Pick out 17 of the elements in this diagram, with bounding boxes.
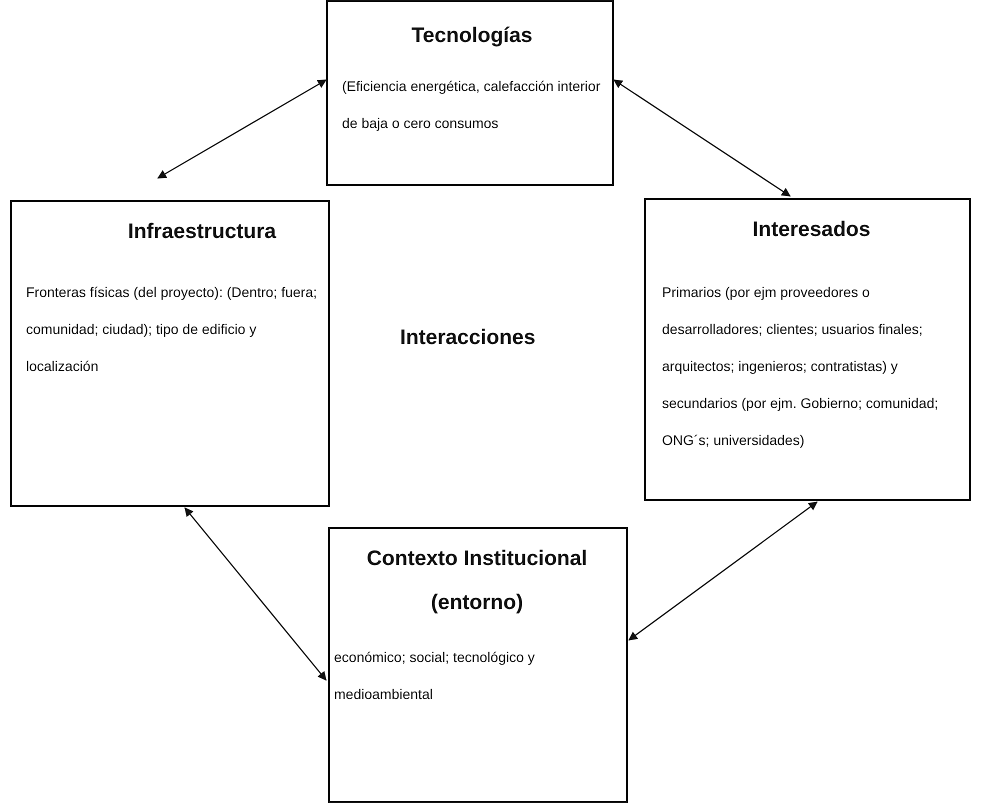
box-description: Primarios (por ejm proveedores o desarrolladores; clientes; usuarios finales; arquitectos; ingenieros; contratistas) y secundarios (por ejm. Gobierno; comunidad; ONG´s; universidades) xyxy=(662,283,940,450)
box-description: Fronteras físicas (del proyecto): (Dentro; fuera; comunidad; ciudad); tipo de edificio y localización xyxy=(26,283,318,376)
center-label: Interacciones xyxy=(400,326,536,350)
double-arrow xyxy=(613,79,791,197)
text-box xyxy=(328,527,628,803)
text-box xyxy=(10,200,330,507)
text-box xyxy=(326,0,614,186)
double-arrow xyxy=(628,501,818,641)
box-description: (Eficiencia energética, calefacción interior de baja o cero consumos xyxy=(342,77,602,134)
double-arrow xyxy=(184,507,327,681)
box-title: Contexto Institucional (entorno) xyxy=(366,546,588,616)
box-title: Infraestructura xyxy=(126,219,278,245)
double-arrow xyxy=(157,79,327,179)
box-description: económico; social; tecnológico y medioambiental xyxy=(334,648,536,704)
text-box xyxy=(644,198,971,501)
box-title: Tecnologías xyxy=(410,23,534,49)
box-title: Interesados xyxy=(752,217,872,243)
